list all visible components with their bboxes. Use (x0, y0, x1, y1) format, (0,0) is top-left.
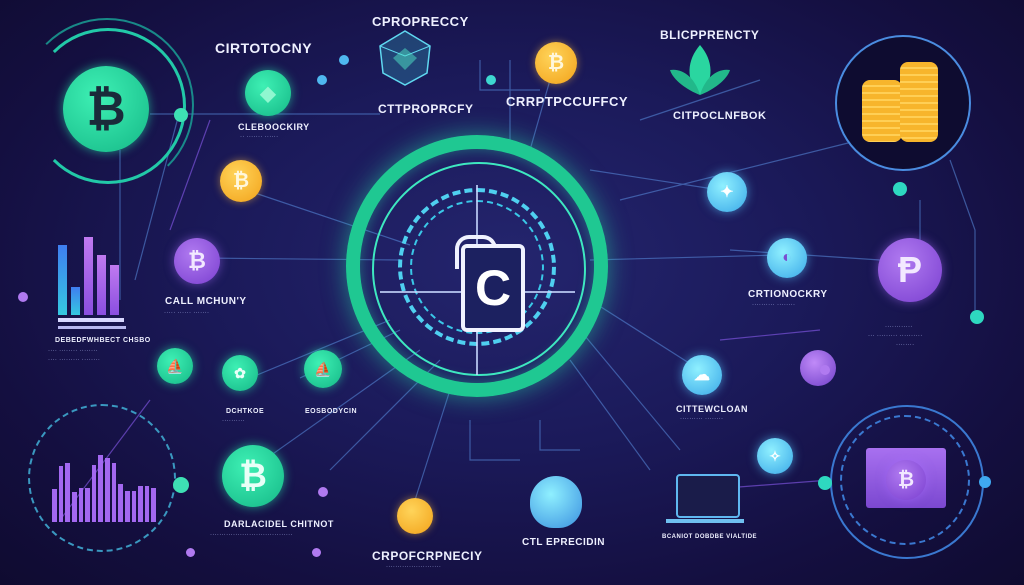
fish-coin-icon[interactable]: ◆ (245, 70, 291, 116)
laptop-base (666, 519, 744, 523)
purple-bitcoin-coin-icon[interactable]: ₿ (174, 238, 220, 284)
crystal-gem-icon (379, 30, 431, 86)
cyan-shield-icon (530, 476, 582, 528)
label-bottom-center: CRPOFCRPNECIY (372, 549, 483, 563)
gold-bitcoin-coin-icon-left[interactable]: ₿ (220, 160, 262, 202)
label-right-mid2-sub: ·········· ········ (680, 416, 724, 422)
node (818, 476, 832, 490)
node (486, 75, 496, 85)
label-right-p-sub2: ··· ········· ·········· (868, 333, 923, 339)
center-ring-mid (372, 162, 586, 376)
node (979, 476, 991, 488)
bitcoin-orbit-ring-outer (20, 18, 194, 192)
bar-chart-left-bottom (52, 440, 156, 522)
chart-baseline (58, 326, 126, 329)
node (820, 365, 830, 375)
node (18, 292, 28, 302)
boat-coin-icon[interactable]: ⛵ (304, 350, 342, 388)
lock-letter: C (474, 260, 512, 316)
label-laptop-caption: BCANIOT DOBDBE VIALTIDE (662, 534, 758, 540)
bitcoin-ring-br-dashed (840, 415, 970, 545)
cyan-coin-icon[interactable]: ✦ (707, 172, 747, 212)
label-top-right-title: BLICPPRENCTY (660, 28, 760, 42)
node (317, 75, 327, 85)
label-top-right-sub: CITPOCLNFBOK (673, 110, 767, 122)
label-right-mid: CRTIONOCKRY (748, 289, 828, 300)
purple-p-coin-icon[interactable]: Ᵽ (878, 238, 942, 302)
ship-coin-icon[interactable]: ⛵ (157, 348, 193, 384)
teal-leaf-coin-icon[interactable]: ✧ (757, 438, 793, 474)
label-mid-left-b: EOSBODYCIN (305, 408, 358, 415)
node (173, 477, 189, 493)
green-bitcoin-coin-bottom[interactable]: ₿ (222, 445, 284, 507)
label-right-mid2: CITTEWCLOAN (676, 404, 748, 414)
node (318, 487, 328, 497)
label-left-chart-caption: DEBEDFWHBECT CHSBO (55, 337, 151, 344)
purple-sphere-icon (800, 350, 836, 386)
leaf-icon (670, 45, 730, 95)
node (339, 55, 349, 65)
laptop-screen (676, 474, 740, 518)
node (186, 548, 195, 557)
gold-bitcoin-coin-icon[interactable]: ₿ (535, 42, 577, 84)
coin-stack-icon (862, 80, 902, 142)
label-right-p-sub: ············ (885, 324, 913, 330)
label-bottom-center-sub: ························ (386, 564, 442, 570)
label-left-small-sub: ·· ······· ······ (240, 134, 279, 140)
label-bottom-center2: CTL EPRECIDIN (522, 537, 605, 548)
bar-chart-left-top (58, 235, 128, 315)
chart-baseline (58, 318, 124, 322)
label-bottom-left-sub: ···································· (210, 532, 293, 538)
label-left-chart-sub2: ···· ········· ········ (48, 357, 101, 363)
label-top-center-sub: CTTPROPRCFY (378, 102, 474, 116)
label-top-left-title: CIRTOTOCNY (215, 40, 313, 56)
cyan-coin-icon-3[interactable]: ☁ (682, 355, 722, 395)
label-mid-left-a: DCHTKOE (226, 408, 265, 415)
label-left-small: CLEBOOCKIRY (238, 122, 310, 132)
label-right-mid-sub: ·········· ········ (752, 302, 796, 308)
label-bottom-left: DARLACIDEL CHITNOT (224, 519, 334, 529)
cyan-coin-icon-2[interactable]: ◐ (767, 238, 807, 278)
coin-stack-icon (900, 62, 938, 142)
label-left-chart-sub: ···· ········ ········ (48, 348, 98, 354)
lock-icon[interactable]: C (461, 244, 525, 332)
purple-bitcoin-coin-br[interactable]: ₿ (886, 460, 926, 500)
label-mid-left-a-sub: ·········· (222, 418, 245, 424)
node (312, 548, 321, 557)
label-top-center-title: CPROPRECCY (372, 14, 469, 29)
node (970, 310, 984, 324)
label-left-mid-sub: ····· ······ ······· (164, 310, 210, 316)
label-right-p-sub3: ········ (896, 342, 915, 348)
label-left-mid: CALL MCHUN'Y (165, 296, 247, 307)
node (893, 182, 907, 196)
orbit-node (174, 108, 188, 122)
plant-coin-icon[interactable]: ✿ (222, 355, 258, 391)
bitcoin-coin-icon[interactable]: ₿ (63, 66, 149, 152)
label-top-center2: CRRPTPCCUFFCY (506, 94, 629, 109)
gold-coin-bottom[interactable] (397, 498, 433, 534)
